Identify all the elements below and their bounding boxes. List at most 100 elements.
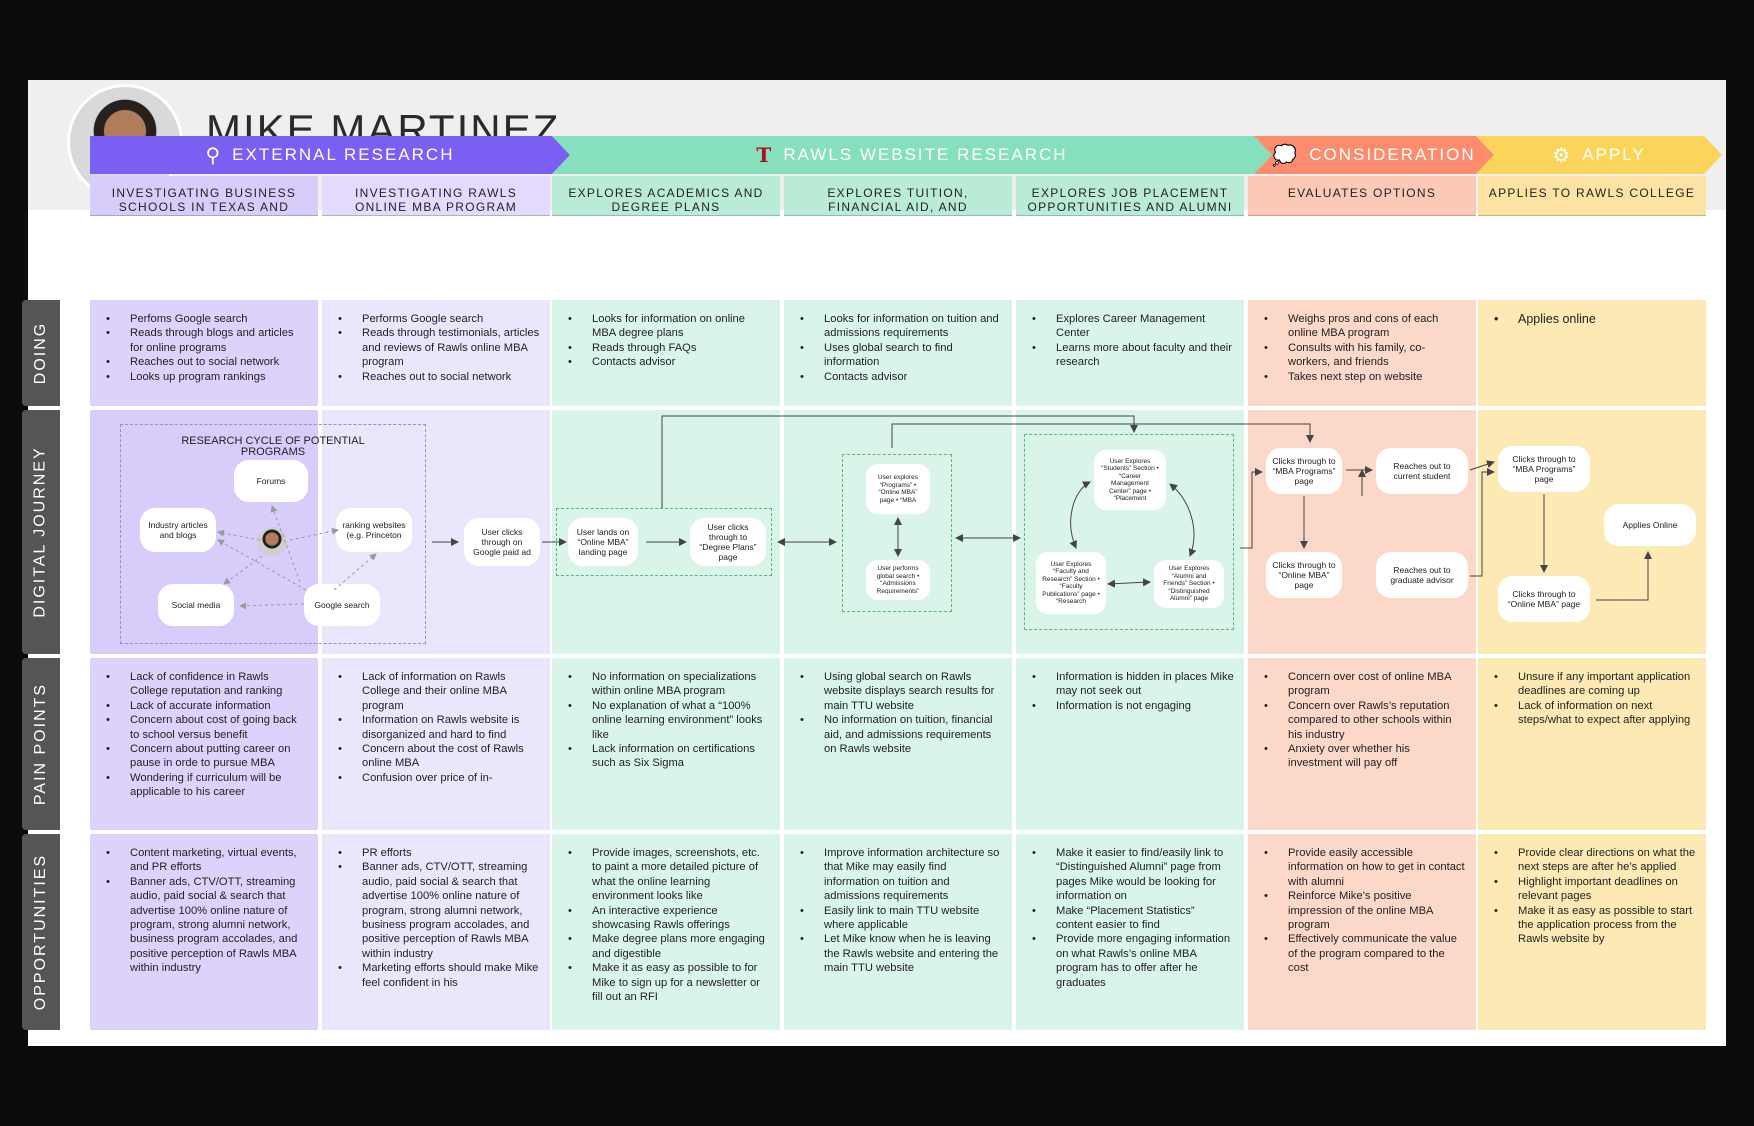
list-item: Lack of accurate information — [102, 699, 308, 714]
list-item: Weighs pros and cons of each online MBA … — [1260, 312, 1466, 341]
opp-list: Make it easier to find/easily link to “D… — [1016, 834, 1244, 990]
list-item: Reaches out to social network — [334, 370, 540, 385]
list-item: Make degree plans more engaging and dige… — [564, 932, 770, 961]
list-item: Information is not engaging — [1028, 699, 1234, 714]
row-label-text: OPPORTUNITIES — [32, 853, 50, 1011]
pain-cell-6: Concern over cost of online MBA programC… — [1248, 658, 1476, 830]
list-item: No information on tuition, financial aid… — [796, 713, 1002, 756]
doing-cell-1: Perfoms Google searchReads through blogs… — [90, 300, 318, 406]
list-item: No explanation of what a “100% online le… — [564, 699, 770, 742]
doing-cell-2: Performs Google searchReads through test… — [322, 300, 550, 406]
list-item: Let Mike know when he is leaving the Raw… — [796, 932, 1002, 975]
node-google-search: Google search — [304, 584, 380, 626]
doing-list: Looks for information on tuition and adm… — [784, 300, 1012, 384]
opp-list: PR effortsBanner ads, CTV/OTT, streaming… — [322, 834, 550, 990]
list-item: Improve information architecture so that… — [796, 846, 1002, 904]
list-item: Easily link to main TTU website where ap… — [796, 904, 1002, 933]
stage-header-6: EVALUATES OPTIONS — [1248, 176, 1476, 216]
doing-cell-4: Looks for information on tuition and adm… — [784, 300, 1012, 406]
list-item: Perfoms Google search — [102, 312, 308, 327]
research-cycle-box — [120, 424, 426, 644]
pain-list: Lack of information on Rawls College and… — [322, 658, 550, 786]
list-item: Uses global search to find information — [796, 341, 1002, 370]
phase-label: RAWLS WEBSITE RESEARCH — [783, 145, 1068, 164]
stage-header-4: EXPLORES TUITION, FINANCIAL AID, AND ADM… — [784, 176, 1012, 216]
list-item: Anxiety over whether his investment will… — [1260, 742, 1466, 771]
doing-cell-7: Applies online — [1478, 300, 1706, 406]
list-item: Provide easily accessible information on… — [1260, 846, 1466, 889]
list-item: Marketing efforts should make Mike feel … — [334, 961, 540, 990]
node-consider-mba-programs: Clicks through to “MBA Programs” page — [1266, 448, 1342, 494]
node-apply-online-mba: Clicks through to “Online MBA” page — [1498, 576, 1590, 622]
doing-list: Applies online — [1478, 300, 1706, 327]
list-item: Concern over Rawls’s reputation compared… — [1260, 699, 1466, 742]
list-item: No information on specializations within… — [564, 670, 770, 699]
phase-label: CONSIDERATION — [1309, 145, 1476, 164]
pain-cell-1: Lack of confidence in Rawls College repu… — [90, 658, 318, 830]
list-item: Reaches out to social network — [102, 355, 308, 370]
phase-label: EXTERNAL RESEARCH — [232, 145, 455, 164]
opp-cell-6: Provide easily accessible information on… — [1248, 834, 1476, 1030]
pain-list: Lack of confidence in Rawls College repu… — [90, 658, 318, 800]
stage-header-7: APPLIES TO RAWLS COLLEGE — [1478, 176, 1706, 216]
node-applies-online: Applies Online — [1604, 504, 1696, 546]
list-item: Reads through FAQs — [564, 341, 770, 356]
opp-cell-2: PR effortsBanner ads, CTV/OTT, streaming… — [322, 834, 550, 1030]
doing-cell-3: Looks for information on online MBA degr… — [552, 300, 780, 406]
list-item: Reads through blogs and articles for onl… — [102, 326, 308, 355]
node-current-student: Reaches out to current student — [1376, 448, 1468, 494]
pain-cell-7: Unsure if any important application dead… — [1478, 658, 1706, 830]
node-consider-online-mba: Clicks through to “Online MBA” page — [1266, 552, 1342, 598]
list-item: Takes next step on website — [1260, 370, 1466, 385]
gear-icon: ⚙ — [1552, 144, 1573, 167]
row-label-pain-points: PAIN POINTS — [22, 658, 60, 830]
phase-label: APPLY — [1582, 145, 1646, 164]
list-item: Information on Rawls website is disorgan… — [334, 713, 540, 742]
opp-cell-3: Provide images, screenshots, etc. to pai… — [552, 834, 780, 1030]
row-label-text: DIGITAL JOURNEY — [32, 446, 50, 618]
list-item: Concern about putting career on pause in… — [102, 742, 308, 771]
doing-cell-5: Explores Career Management CenterLearns … — [1016, 300, 1244, 406]
stage-header-1: INVESTIGATING BUSINESS SCHOOLS IN TEXAS … — [90, 176, 318, 216]
list-item: Lack of information on next steps/what t… — [1490, 699, 1696, 728]
list-item: Applies online — [1490, 312, 1696, 327]
row-label-doing: DOING — [22, 300, 60, 406]
list-item: Provide images, screenshots, etc. to pai… — [564, 846, 770, 904]
list-item: Learns more about faculty and their rese… — [1028, 341, 1234, 370]
list-item: Contacts advisor — [564, 355, 770, 370]
opp-list: Content marketing, virtual events, and P… — [90, 834, 318, 976]
list-item: Wondering if curriculum will be applicab… — [102, 771, 308, 800]
list-item: Make it as easy as possible to start the… — [1490, 904, 1696, 947]
list-item: Lack information on certifications such … — [564, 742, 770, 771]
list-item: Unsure if any important application dead… — [1490, 670, 1696, 699]
opp-cell-7: Provide clear directions on what the nex… — [1478, 834, 1706, 1030]
list-item: Looks for information on tuition and adm… — [796, 312, 1002, 341]
pain-list: Concern over cost of online MBA programC… — [1248, 658, 1476, 771]
stage-header-3: EXPLORES ACADEMICS AND DEGREE PLANS — [552, 176, 780, 216]
node-social-media: Social media — [158, 584, 234, 626]
list-item: Banner ads, CTV/OTT, streaming audio, pa… — [334, 860, 540, 961]
node-global-search: User performs global search • “Admission… — [866, 560, 930, 600]
list-item: Information is hidden in places Mike may… — [1028, 670, 1234, 699]
node-forums: Forums — [234, 460, 308, 502]
node-landing-page: User lands on “Online MBA” landing page — [568, 518, 638, 566]
list-item: Reads through testimonials, articles and… — [334, 326, 540, 369]
list-item: Looks up program rankings — [102, 370, 308, 385]
node-programs-page: User explores “Programs” • “Online MBA” … — [866, 464, 930, 514]
list-item: Performs Google search — [334, 312, 540, 327]
node-graduate-advisor: Reaches out to graduate advisor — [1376, 552, 1468, 598]
list-item: Looks for information on online MBA degr… — [564, 312, 770, 341]
list-item: Reinforce Mike’s positive impression of … — [1260, 889, 1466, 932]
row-label-text: DOING — [32, 321, 50, 385]
list-item: Contacts advisor — [796, 370, 1002, 385]
pain-list: Using global search on Rawls website dis… — [784, 658, 1012, 756]
node-faculty-section: User Explores “Faculty and Research” Sec… — [1036, 552, 1106, 614]
list-item: Content marketing, virtual events, and P… — [102, 846, 308, 875]
node-alumni-section: User Explores “Alumni and Friends” Secti… — [1154, 560, 1224, 608]
thought-bubble-icon: 💭 — [1272, 144, 1300, 167]
pain-list: Information is hidden in places Mike may… — [1016, 658, 1244, 714]
doing-list: Weighs pros and cons of each online MBA … — [1248, 300, 1476, 384]
doing-list: Explores Career Management CenterLearns … — [1016, 300, 1244, 370]
node-degree-plans: User clicks through to “Degree Plans” pa… — [690, 518, 766, 566]
